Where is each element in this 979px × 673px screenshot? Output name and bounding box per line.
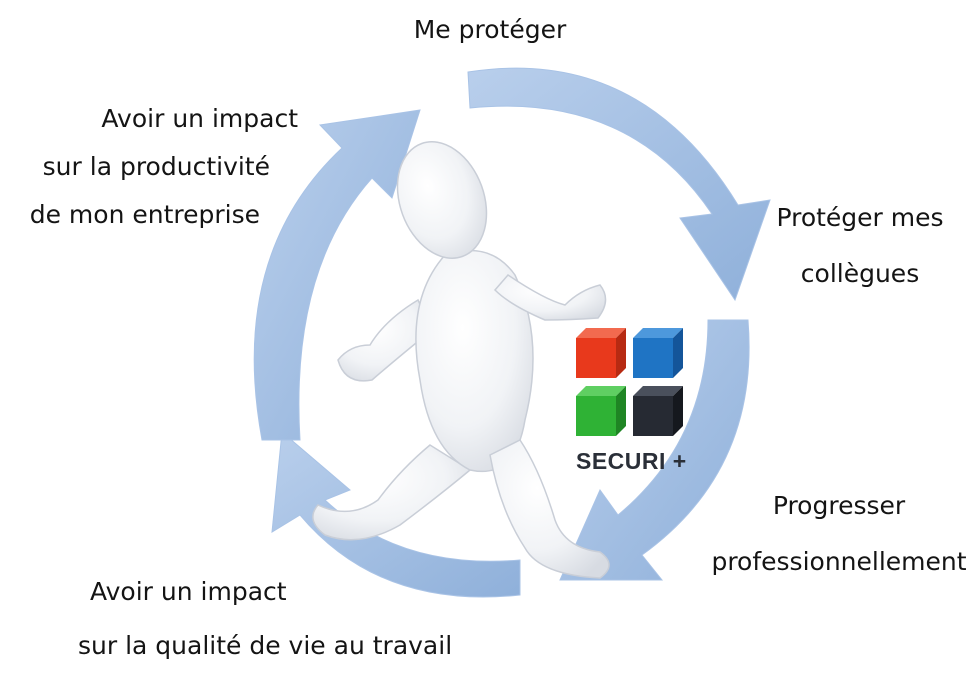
label-top: Me protéger — [400, 14, 580, 45]
label-top-left-line-2: sur la productivité — [42, 152, 270, 181]
label-top-line-1: Me protéger — [413, 15, 567, 44]
running-person-figure — [312, 141, 610, 579]
arrow-left-top — [253, 109, 421, 441]
securi-logo — [576, 328, 683, 436]
logo-cube-blue — [633, 328, 683, 378]
label-bottom-left: Avoir un impact sur la qualité de vie au… — [78, 565, 498, 673]
label-right-line-1: Protéger mes — [776, 203, 944, 232]
logo-cube-dark — [633, 386, 683, 436]
label-right: Protéger mes collègues — [760, 190, 960, 302]
label-bottom-left-line-2: sur la qualité de vie au travail — [78, 631, 453, 660]
label-top-left-line-1: Avoir un impact — [101, 104, 298, 133]
label-bottom-left-line-1: Avoir un impact — [90, 577, 287, 606]
label-right-line-2: collègues — [800, 259, 920, 288]
arrow-right-bottom — [559, 319, 750, 581]
cycle-diagram — [253, 67, 771, 598]
label-bottom-right-line-2: professionnellement — [711, 547, 967, 576]
logo-text: SECURI + — [576, 448, 687, 474]
arrow-top-right — [467, 67, 771, 302]
label-bottom-right: Progresser professionnellement — [706, 478, 972, 590]
logo-cube-red — [576, 328, 626, 378]
logo-cube-green — [576, 386, 626, 436]
label-top-left: Avoir un impact sur la productivité de m… — [0, 95, 298, 239]
label-bottom-right-line-1: Progresser — [772, 491, 906, 520]
label-top-left-line-3: de mon entreprise — [29, 200, 260, 229]
